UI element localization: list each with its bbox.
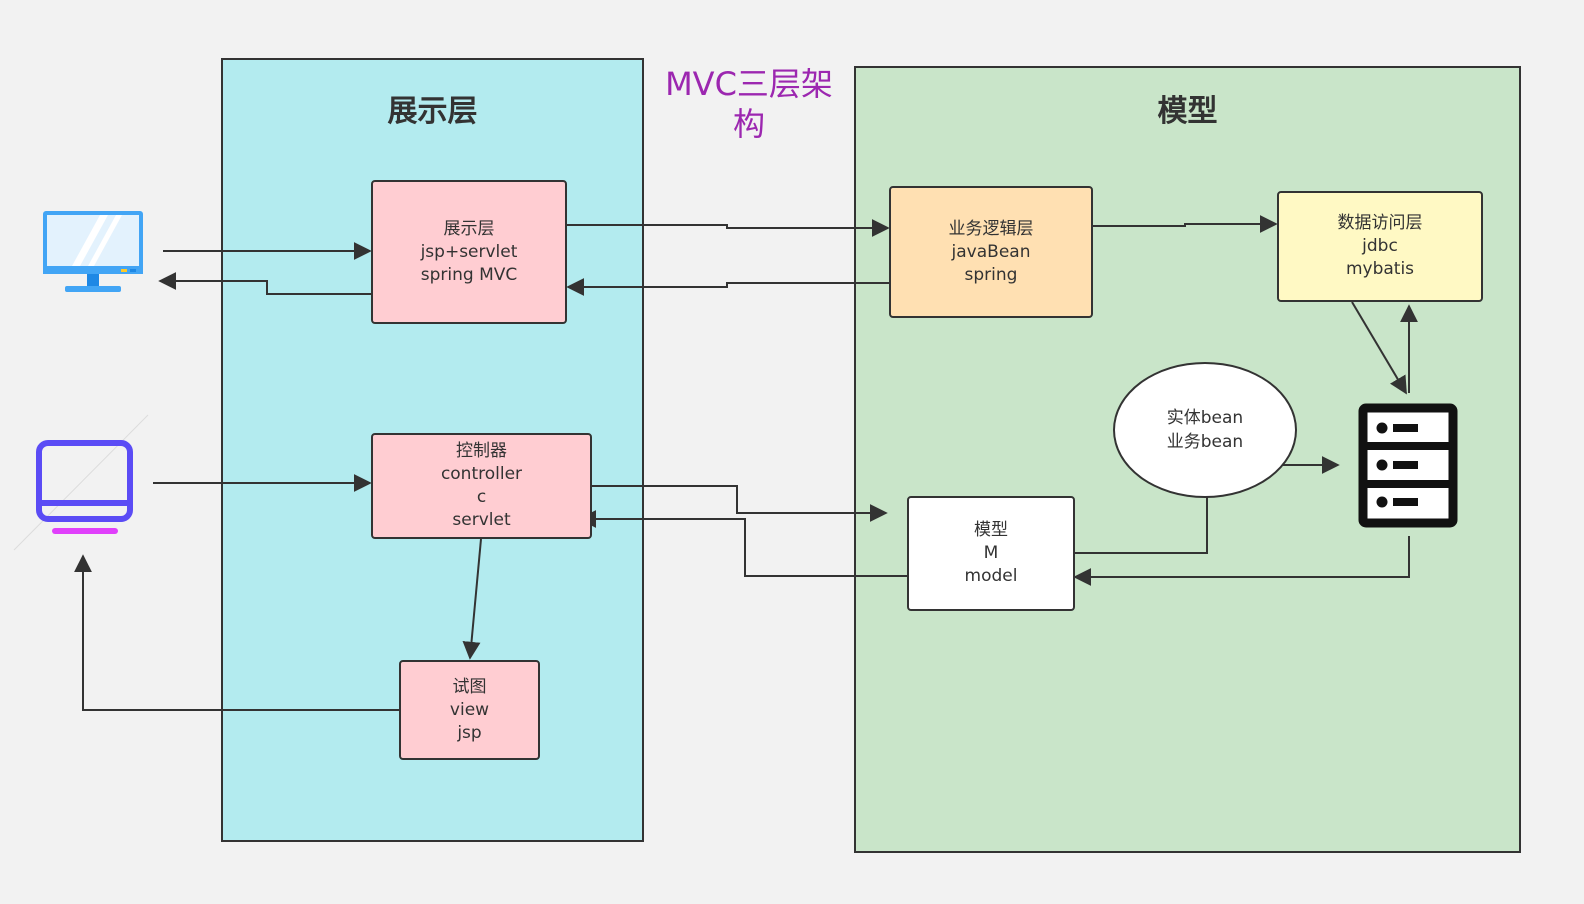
business-logic-node[interactable]: 业务逻辑层 javaBean spring — [889, 186, 1093, 318]
controller-node[interactable]: 控制器 controller c servlet — [371, 433, 592, 539]
presentation-layer-line-3: spring MVC — [420, 264, 518, 285]
server-icon — [1358, 403, 1458, 528]
edge-business-to-presentation — [566, 278, 889, 296]
edge-presentation-to-business — [567, 219, 890, 237]
controller-line-2: controller — [440, 464, 523, 484]
presentation-panel-title: 展示层 — [387, 94, 478, 129]
data-access-line-2: jdbc — [1362, 236, 1398, 256]
view-line-2: view — [449, 699, 490, 720]
edge-controller-to-model — [592, 485, 888, 522]
controller-line-1: 控制器 — [456, 441, 507, 461]
data-access-line-1: 数据访问层 — [1337, 213, 1423, 233]
view-node[interactable]: 试图 view jsp — [399, 660, 540, 760]
presentation-layer-line-2: jsp+servlet — [420, 241, 518, 262]
diagram-title: MVC三层架构 — [665, 65, 833, 143]
controller-line-4: servlet — [452, 510, 511, 530]
data-access-line-3: mybatis — [1345, 259, 1415, 279]
data-access-node[interactable]: 数据访问层 jdbc mybatis — [1277, 191, 1483, 302]
model-panel-title: 模型 — [1157, 94, 1218, 129]
edge-model-to-controller — [578, 510, 907, 577]
business-logic-line-3: spring — [964, 264, 1018, 285]
screen-icon — [36, 440, 133, 534]
edge-controller-to-view — [462, 538, 482, 660]
presentation-layer-node[interactable]: 展示层 jsp+servlet spring MVC — [371, 180, 567, 324]
edge-data-access-to-server — [1351, 301, 1407, 395]
edge-view-to-bottom-desktop — [74, 554, 399, 711]
controller-line-3: c — [476, 487, 487, 507]
model-node[interactable]: 模型 M model — [907, 496, 1075, 611]
model-line-3: model — [964, 566, 1018, 586]
faint-guide-line — [13, 414, 149, 551]
view-line-3: jsp — [457, 722, 482, 743]
presentation-layer-line-1: 展示层 — [443, 218, 495, 239]
edge-business-to-data-access — [1093, 215, 1278, 233]
beans-line-2: 业务bean — [1166, 432, 1244, 452]
model-line-2: M — [983, 543, 999, 563]
model-line-1: 模型 — [974, 520, 1008, 540]
view-line-1: 试图 — [452, 676, 487, 697]
edge-presentation-to-top-desktop — [158, 272, 371, 295]
beans-line-1: 实体bean — [1166, 408, 1244, 428]
monitor-icon — [43, 211, 143, 292]
business-logic-line-1: 业务逻辑层 — [948, 218, 1034, 239]
beans-ellipse[interactable]: 实体bean 业务bean — [1113, 362, 1297, 498]
edge-server-to-model — [1073, 536, 1410, 586]
business-logic-line-2: javaBean — [951, 241, 1031, 262]
